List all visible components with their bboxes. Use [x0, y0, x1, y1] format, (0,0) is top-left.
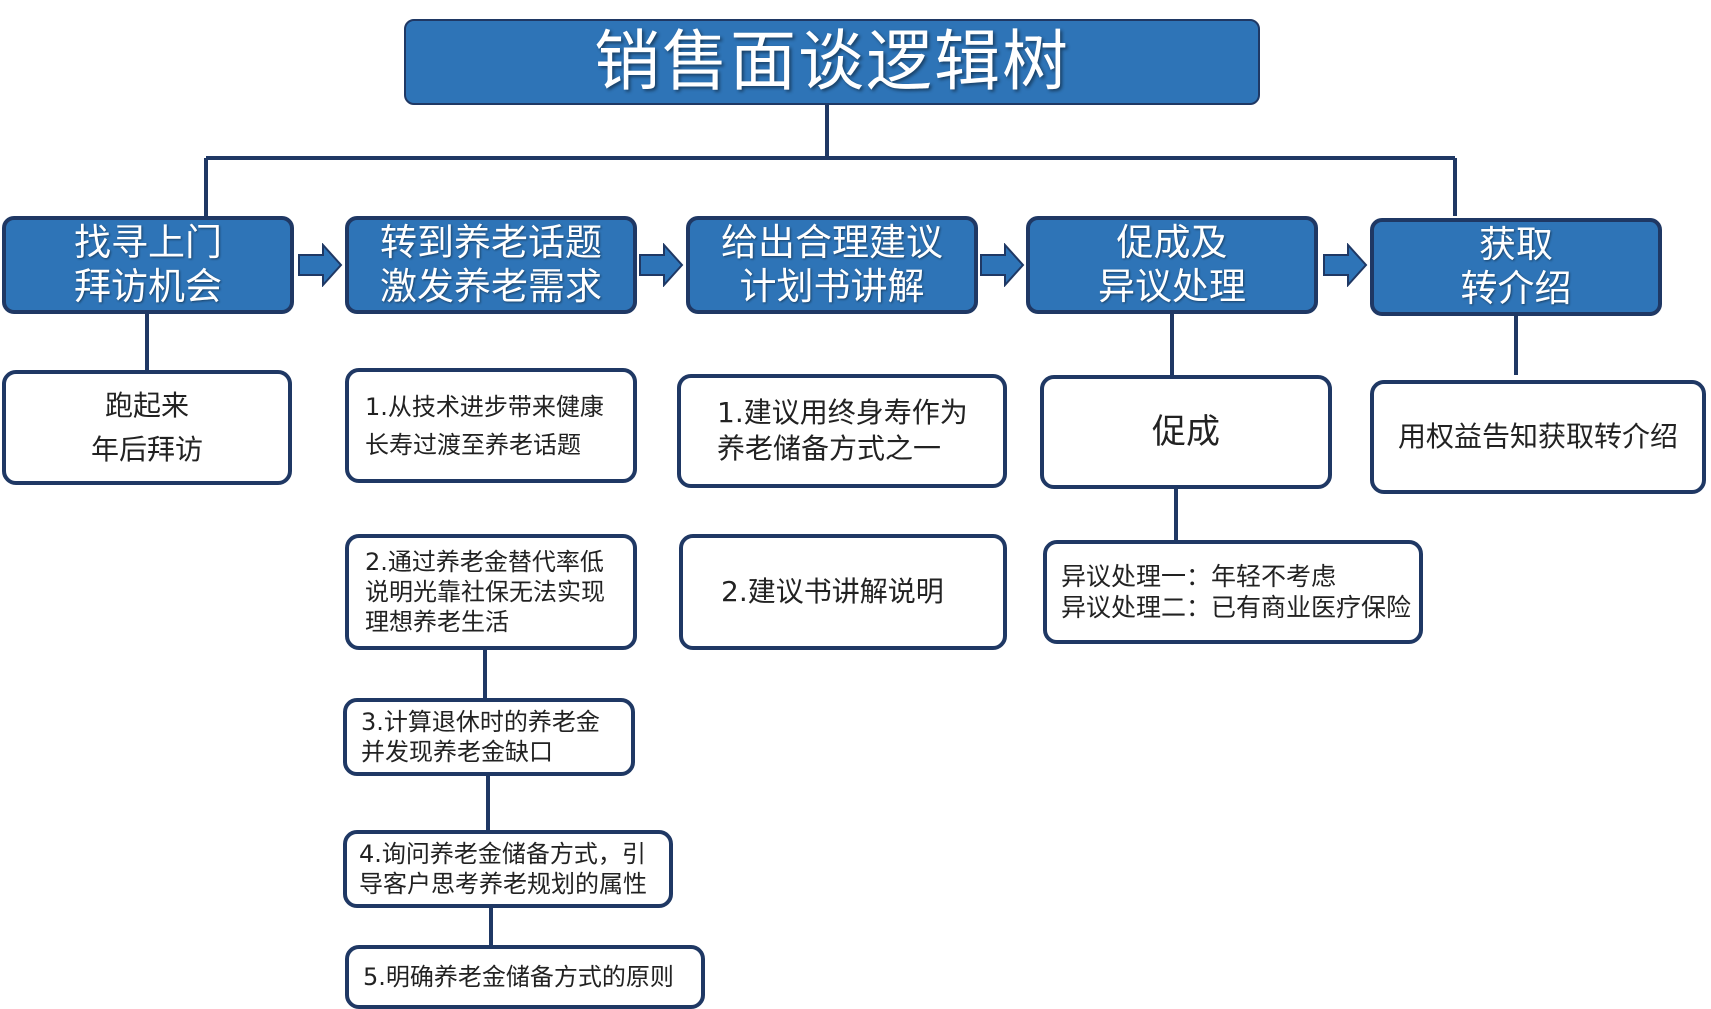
detail-proposal-2: 2.建议书讲解说明 — [679, 534, 1007, 650]
stage-proposal: 给出合理建议 计划书讲解 — [686, 216, 978, 314]
detail-pension-2: 2.通过养老金替代率低 说明光靠社保无法实现 理想养老生活 — [345, 534, 637, 650]
diagram-title: 销售面谈逻辑树 — [404, 19, 1260, 105]
detail-line: 理想养老生活 — [365, 608, 509, 636]
objection-line: 异议处理二：已有商业医疗保险 — [1061, 593, 1412, 622]
detail-line: 5.明确养老金储备方式的原则 — [363, 963, 674, 991]
detail-objections: 异议处理一：年轻不考虑 异议处理二：已有商业医疗保险 — [1043, 540, 1423, 644]
stage-label-line1: 促成及 — [1116, 221, 1228, 264]
arrow-right-icon — [1323, 243, 1368, 287]
detail-line: 3.计算退休时的养老金 — [361, 708, 600, 736]
detail-visit: 跑起来 年后拜访 — [2, 370, 292, 485]
detail-line: 导客户思考养老规划的属性 — [359, 870, 647, 898]
detail-line: 1.建议用终身寿作为 — [717, 396, 968, 429]
detail-line: 促成 — [1152, 412, 1220, 452]
detail-line: 年后拜访 — [90, 432, 203, 466]
detail-pension-1: 1.从技术进步带来健康 长寿过渡至养老话题 — [345, 368, 637, 483]
stage-label-line2: 转介绍 — [1460, 267, 1572, 310]
stage-pension-topic: 转到养老话题 激发养老需求 — [345, 216, 637, 314]
detail-line: 养老储备方式之一 — [717, 432, 942, 465]
objection-line: 异议处理一：年轻不考虑 — [1061, 562, 1337, 591]
arrow-right-icon — [980, 243, 1025, 287]
detail-line: 长寿过渡至养老话题 — [365, 430, 581, 459]
stage-label-line1: 给出合理建议 — [721, 221, 943, 264]
arrow-right-icon — [298, 243, 343, 287]
detail-line: 1.从技术进步带来健康 — [365, 392, 604, 421]
detail-pension-3: 3.计算退休时的养老金 并发现养老金缺口 — [343, 698, 635, 776]
detail-closing: 促成 — [1040, 375, 1332, 489]
detail-line: 2.通过养老金替代率低 — [365, 548, 604, 576]
detail-line: 说明光靠社保无法实现 — [365, 578, 605, 606]
detail-proposal-1: 1.建议用终身寿作为 养老储备方式之一 — [677, 374, 1007, 488]
stage-label-line1: 转到养老话题 — [380, 221, 602, 264]
stage-label-line2: 计划书讲解 — [739, 265, 925, 308]
stage-label-line1: 找寻上门 — [74, 221, 222, 264]
stage-label-line1: 获取 — [1479, 223, 1553, 266]
detail-pension-4: 4.询问养老金储备方式，引 导客户思考养老规划的属性 — [343, 830, 673, 908]
detail-line: 2.建议书讲解说明 — [721, 575, 944, 608]
stage-label-line2: 异议处理 — [1098, 265, 1246, 308]
detail-pension-5: 5.明确养老金储备方式的原则 — [345, 945, 705, 1009]
arrow-right-icon — [639, 243, 684, 287]
stage-label-line2: 拜访机会 — [74, 265, 222, 308]
detail-referral: 用权益告知获取转介绍 — [1370, 380, 1706, 494]
stage-closing-objection: 促成及 异议处理 — [1026, 216, 1318, 314]
detail-line: 4.询问养老金储备方式，引 — [359, 840, 646, 868]
detail-line: 并发现养老金缺口 — [361, 738, 553, 766]
detail-line: 用权益告知获取转介绍 — [1397, 420, 1678, 453]
stage-label-line2: 激发养老需求 — [380, 265, 602, 308]
stage-find-visit: 找寻上门 拜访机会 — [2, 216, 294, 314]
detail-line: 跑起来 — [104, 388, 189, 422]
stage-referral: 获取 转介绍 — [1370, 218, 1662, 316]
